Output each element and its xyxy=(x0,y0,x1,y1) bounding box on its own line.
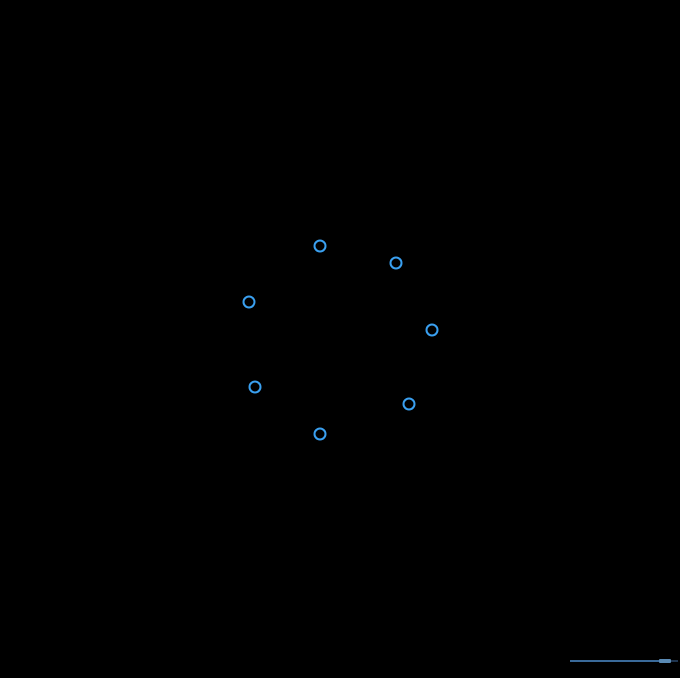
target-ring[interactable] xyxy=(402,397,416,411)
target-ring[interactable] xyxy=(389,256,403,270)
target-ring[interactable] xyxy=(425,323,439,337)
progress-fill xyxy=(570,660,665,662)
target-ring[interactable] xyxy=(242,295,256,309)
target-ring[interactable] xyxy=(248,380,262,394)
progress-knob-handle[interactable] xyxy=(659,659,671,663)
target-ring[interactable] xyxy=(313,239,327,253)
target-ring[interactable] xyxy=(313,427,327,441)
progress-bar xyxy=(570,659,678,663)
